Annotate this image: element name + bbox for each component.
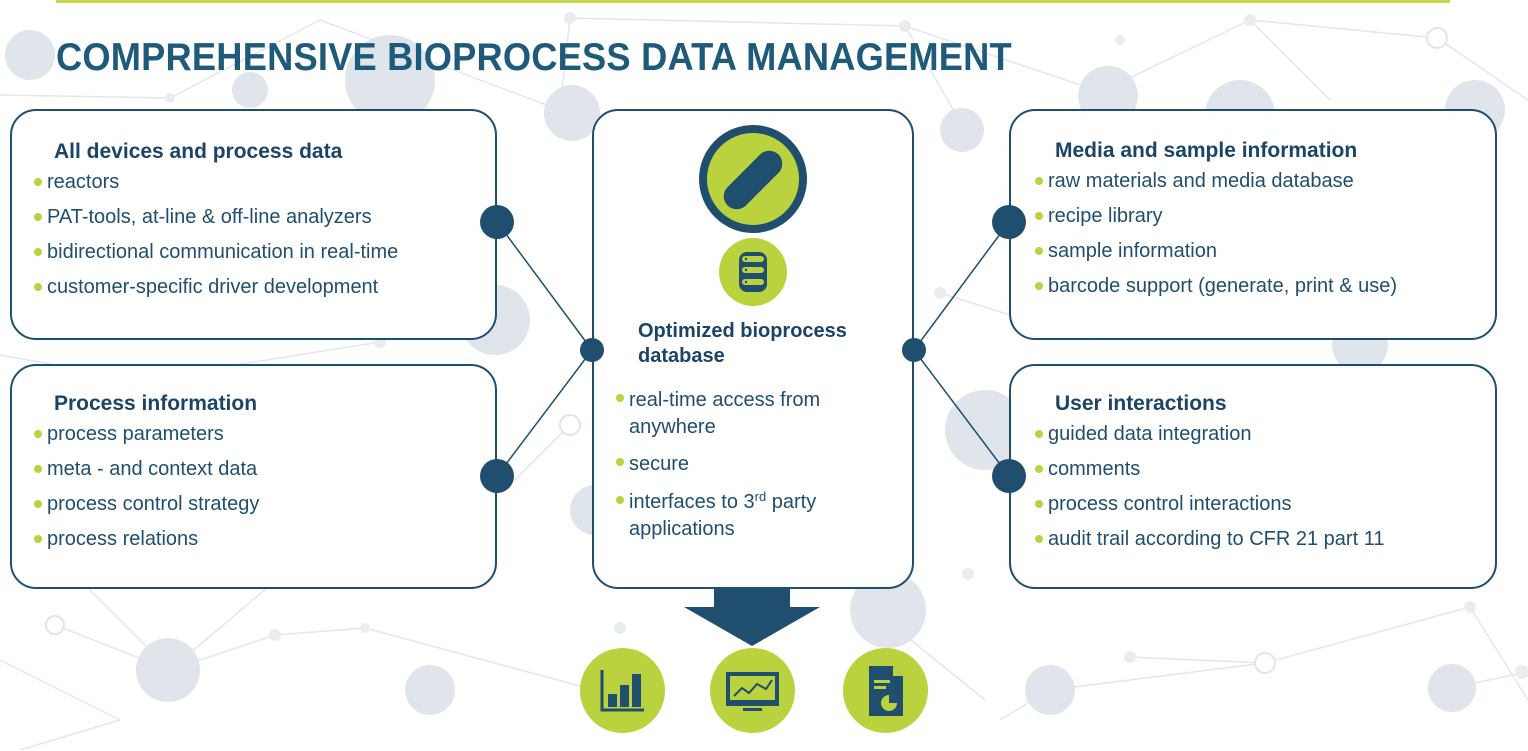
user-list: guided data integration comments process…: [1035, 424, 1495, 549]
user-box: User interactions guided data integratio…: [1009, 364, 1497, 589]
down-arrow-icon: [684, 589, 820, 646]
database-icon: [719, 238, 787, 306]
process-box: Process information process parameters m…: [10, 364, 497, 589]
list-item: audit trail according to CFR 21 part 11: [1035, 529, 1495, 549]
list-item: real-time access from: [616, 388, 820, 413]
devices-box: All devices and process data reactors PA…: [10, 109, 497, 340]
list-item: guided data integration: [1035, 424, 1495, 444]
list-item: interfaces to 3rd party: [616, 490, 820, 515]
stylized-leaf-logo-icon: [699, 125, 807, 233]
list-item: secure: [616, 452, 820, 477]
interfaces-text: interfaces to 3: [629, 491, 755, 513]
top-accent-line: [56, 0, 1450, 3]
list-item: sample information: [1035, 241, 1495, 261]
list-item-continuation: anywhere: [629, 416, 716, 438]
list-item: PAT-tools, at-line & off-line analyzers: [34, 207, 495, 227]
list-item: meta - and context data: [34, 459, 495, 479]
media-list: raw materials and media database recipe …: [1035, 171, 1495, 296]
list-item: raw materials and media database: [1035, 171, 1495, 191]
list-item: recipe library: [1035, 206, 1495, 226]
list-item: process parameters: [34, 424, 495, 444]
monitor-trend-icon: [710, 648, 795, 733]
media-title: Media and sample information: [1055, 139, 1358, 162]
list-item: reactors: [34, 172, 495, 192]
interfaces-text-end: party: [766, 491, 817, 513]
central-list: real-time access from anywhere secure in…: [616, 388, 820, 554]
report-document-icon: [843, 648, 928, 733]
list-item: process control interactions: [1035, 494, 1495, 514]
process-list: process parameters meta - and context da…: [34, 424, 495, 549]
page-title: COMPREHENSIVE BIOPROCESS DATA MANAGEMENT: [56, 36, 1012, 79]
process-title: Process information: [54, 392, 258, 415]
list-item: comments: [1035, 459, 1495, 479]
list-item: barcode support (generate, print & use): [1035, 276, 1495, 296]
devices-title: All devices and process data: [54, 140, 343, 163]
devices-list: reactors PAT-tools, at-line & off-line a…: [34, 172, 495, 297]
list-item: customer-specific driver development: [34, 277, 495, 297]
central-title: Optimized bioprocess database: [638, 320, 847, 367]
media-box: Media and sample information raw materia…: [1009, 109, 1497, 340]
bar-chart-icon: [580, 648, 665, 733]
list-item: bidirectional communication in real-time: [34, 242, 495, 262]
interfaces-superscript: rd: [754, 489, 767, 504]
list-item-continuation: applications: [629, 518, 735, 540]
user-title: User interactions: [1055, 392, 1227, 415]
list-item: process control strategy: [34, 494, 495, 514]
list-item: process relations: [34, 529, 495, 549]
